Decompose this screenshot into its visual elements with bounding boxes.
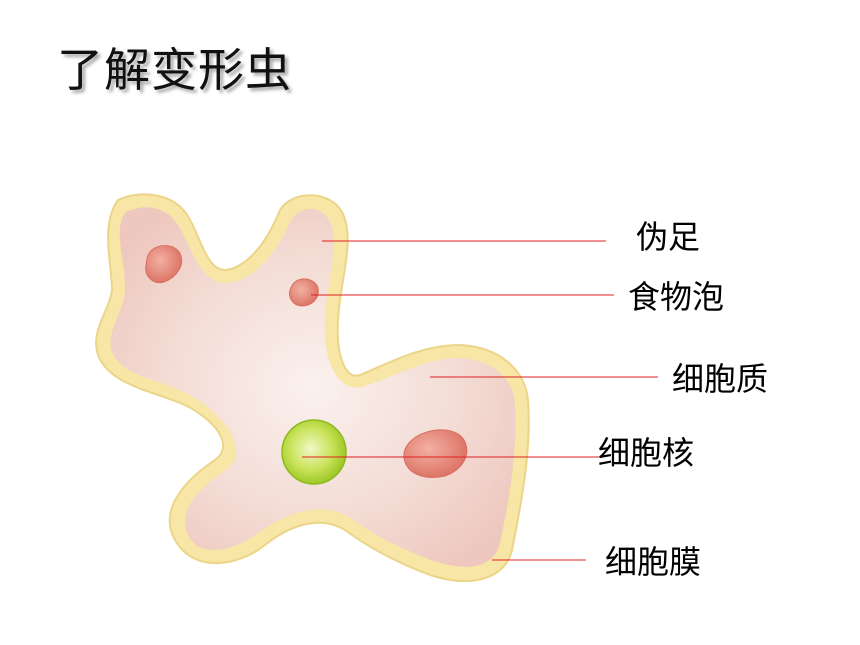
page-title: 了解变形虫 — [57, 43, 292, 97]
food-vacuole — [403, 429, 468, 478]
nucleus — [281, 419, 347, 485]
food-vacuole — [145, 245, 183, 284]
label-cytoplasm: 细胞质 — [672, 360, 768, 398]
label-food-vacuole: 食物泡 — [628, 278, 724, 316]
cytoplasm — [110, 207, 516, 567]
label-nucleus: 细胞核 — [598, 434, 694, 472]
food-vacuole — [289, 278, 319, 307]
label-cell-membrane: 细胞膜 — [605, 543, 701, 581]
label-pseudopod: 伪足 — [636, 218, 700, 256]
